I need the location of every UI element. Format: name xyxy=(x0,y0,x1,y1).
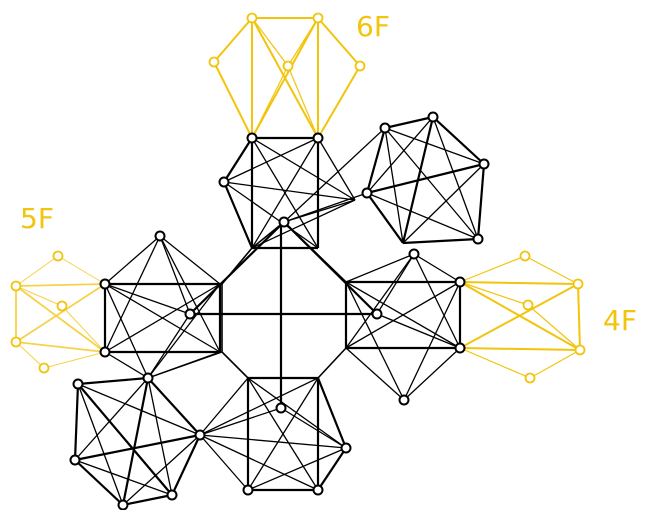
central-octagon xyxy=(221,221,347,379)
top-cluster xyxy=(222,136,356,250)
label-5f: 5F xyxy=(20,202,54,235)
label-6f: 6F xyxy=(356,10,390,43)
yellow-atoms xyxy=(10,12,586,384)
bottom-cluster xyxy=(199,376,348,492)
yellow-6f-structure xyxy=(213,17,361,139)
yellow-5f-structure xyxy=(15,255,106,369)
black-atoms xyxy=(69,111,490,510)
left-cluster xyxy=(103,235,222,379)
right-cluster xyxy=(344,253,462,401)
label-4f: 4F xyxy=(603,304,637,337)
upper-right-cluster xyxy=(283,115,486,245)
central-cross xyxy=(189,221,378,408)
yellow-4f-structure xyxy=(459,255,581,379)
lower-left-cluster xyxy=(73,313,223,507)
